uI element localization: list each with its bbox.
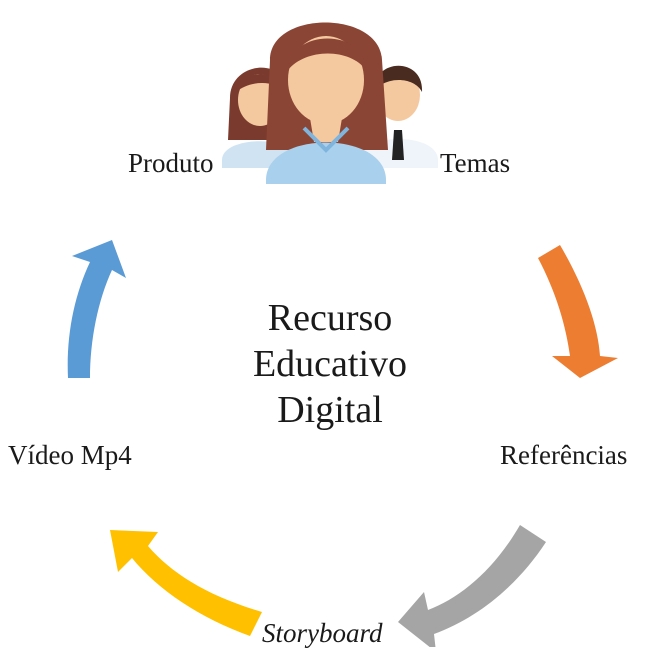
people-group-icon bbox=[222, 22, 438, 184]
yellow-cycle-arrow bbox=[110, 530, 262, 636]
node-label-referencias: Referências bbox=[500, 440, 628, 470]
node-label-temas: Temas bbox=[440, 148, 511, 178]
center-title-line-1: Recurso bbox=[267, 297, 393, 339]
center-title-line-2: Educativo bbox=[252, 343, 408, 385]
center-title-line-3: Digital bbox=[277, 389, 383, 431]
blue-cycle-arrow bbox=[67, 240, 126, 378]
center-title: Recurso Educativo Digital bbox=[190, 295, 470, 433]
node-label-produto: Produto bbox=[128, 148, 214, 178]
gray-cycle-arrow bbox=[398, 525, 546, 647]
node-label-storyboard: Storyboard bbox=[262, 618, 383, 648]
person-center-icon bbox=[266, 22, 388, 184]
orange-cycle-arrow bbox=[538, 245, 618, 378]
node-label-video: Vídeo Mp4 bbox=[8, 440, 132, 470]
